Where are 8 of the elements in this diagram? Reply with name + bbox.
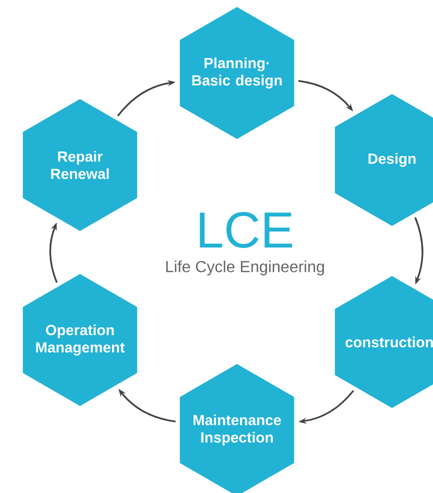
node-text: Operation Management (36, 324, 125, 356)
node-text: Repair Renewal (51, 150, 109, 180)
node-text: construction (346, 336, 433, 348)
title: LCE (200, 212, 292, 248)
node-text: Planning· Basic design (192, 57, 282, 89)
node-text: Maintenance Inspection (194, 414, 281, 446)
node-text: Design (368, 153, 416, 167)
subtitle: Life Cycle Engineering (166, 260, 324, 276)
